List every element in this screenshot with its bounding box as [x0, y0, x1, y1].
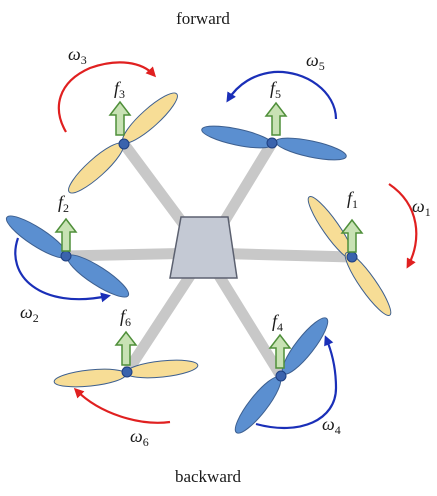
rotor-5-rotation-arrow: [226, 70, 338, 120]
rotor-3-omega-label: ω3: [68, 44, 87, 67]
rotor-6-omega-label: ω6: [130, 426, 149, 449]
rotor-2-rotation-arrow: [14, 237, 111, 303]
rotor-1-omega-label: ω1: [412, 196, 431, 219]
rotor-6-force-label: f6: [120, 306, 131, 329]
rotor-6: f6 ω6: [53, 306, 199, 449]
rotor-1-force-label: f1: [347, 188, 358, 211]
rotor-4-omega-label: ω4: [322, 414, 341, 437]
rotor-6-blade-a: [53, 368, 127, 388]
rotor-2-omega-label: ω2: [20, 302, 39, 325]
rotor-4-force-label: f4: [272, 311, 283, 334]
rotor-5-thrust-arrow: [264, 101, 288, 136]
rotor-4: f4 ω4: [234, 311, 341, 437]
rotor-1-blade-b: [344, 252, 392, 316]
rotor-2: f2 ω2: [5, 192, 130, 325]
rotor-5-omega-label: ω5: [306, 50, 325, 73]
rotor-1: f1 ω1: [307, 183, 431, 316]
caption-forward: forward: [176, 9, 230, 28]
rotor-4-rotation-arrow: [255, 335, 338, 429]
rotor-6-thrust-arrow: [114, 330, 138, 366]
rotor-4-hub: [275, 370, 287, 382]
rotor-2-hub: [60, 250, 72, 262]
rotor-6-rotation-arrow: [73, 387, 171, 424]
rotor-5-blade-a: [201, 125, 273, 149]
rotor-1-rotation-arrow: [388, 183, 418, 269]
rotor-5-blade-b: [275, 137, 347, 161]
rotor-2-thrust-arrow: [54, 217, 78, 252]
rotor-4-thrust-arrow: [268, 333, 292, 369]
rotor-5-hub: [266, 137, 278, 149]
rotor-3-force-label: f3: [114, 78, 125, 101]
rotor-6-hub: [121, 366, 133, 378]
caption-backward: backward: [175, 467, 242, 486]
rotor-3-hub: [118, 138, 130, 150]
rotor-3: f3 ω3: [57, 44, 178, 194]
rotor-2-force-label: f2: [58, 192, 69, 215]
rotor-3-blade-a: [68, 142, 124, 194]
rotor-1-thrust-arrow: [340, 218, 364, 253]
rotor-5-force-label: f5: [270, 78, 281, 101]
rotor-1-hub: [346, 251, 358, 263]
rotor-3-thrust-arrow: [108, 100, 132, 136]
center-body: [169, 216, 238, 279]
rotor-5: f5 ω5: [201, 50, 347, 161]
rotor-3-rotation-arrow: [57, 61, 157, 133]
